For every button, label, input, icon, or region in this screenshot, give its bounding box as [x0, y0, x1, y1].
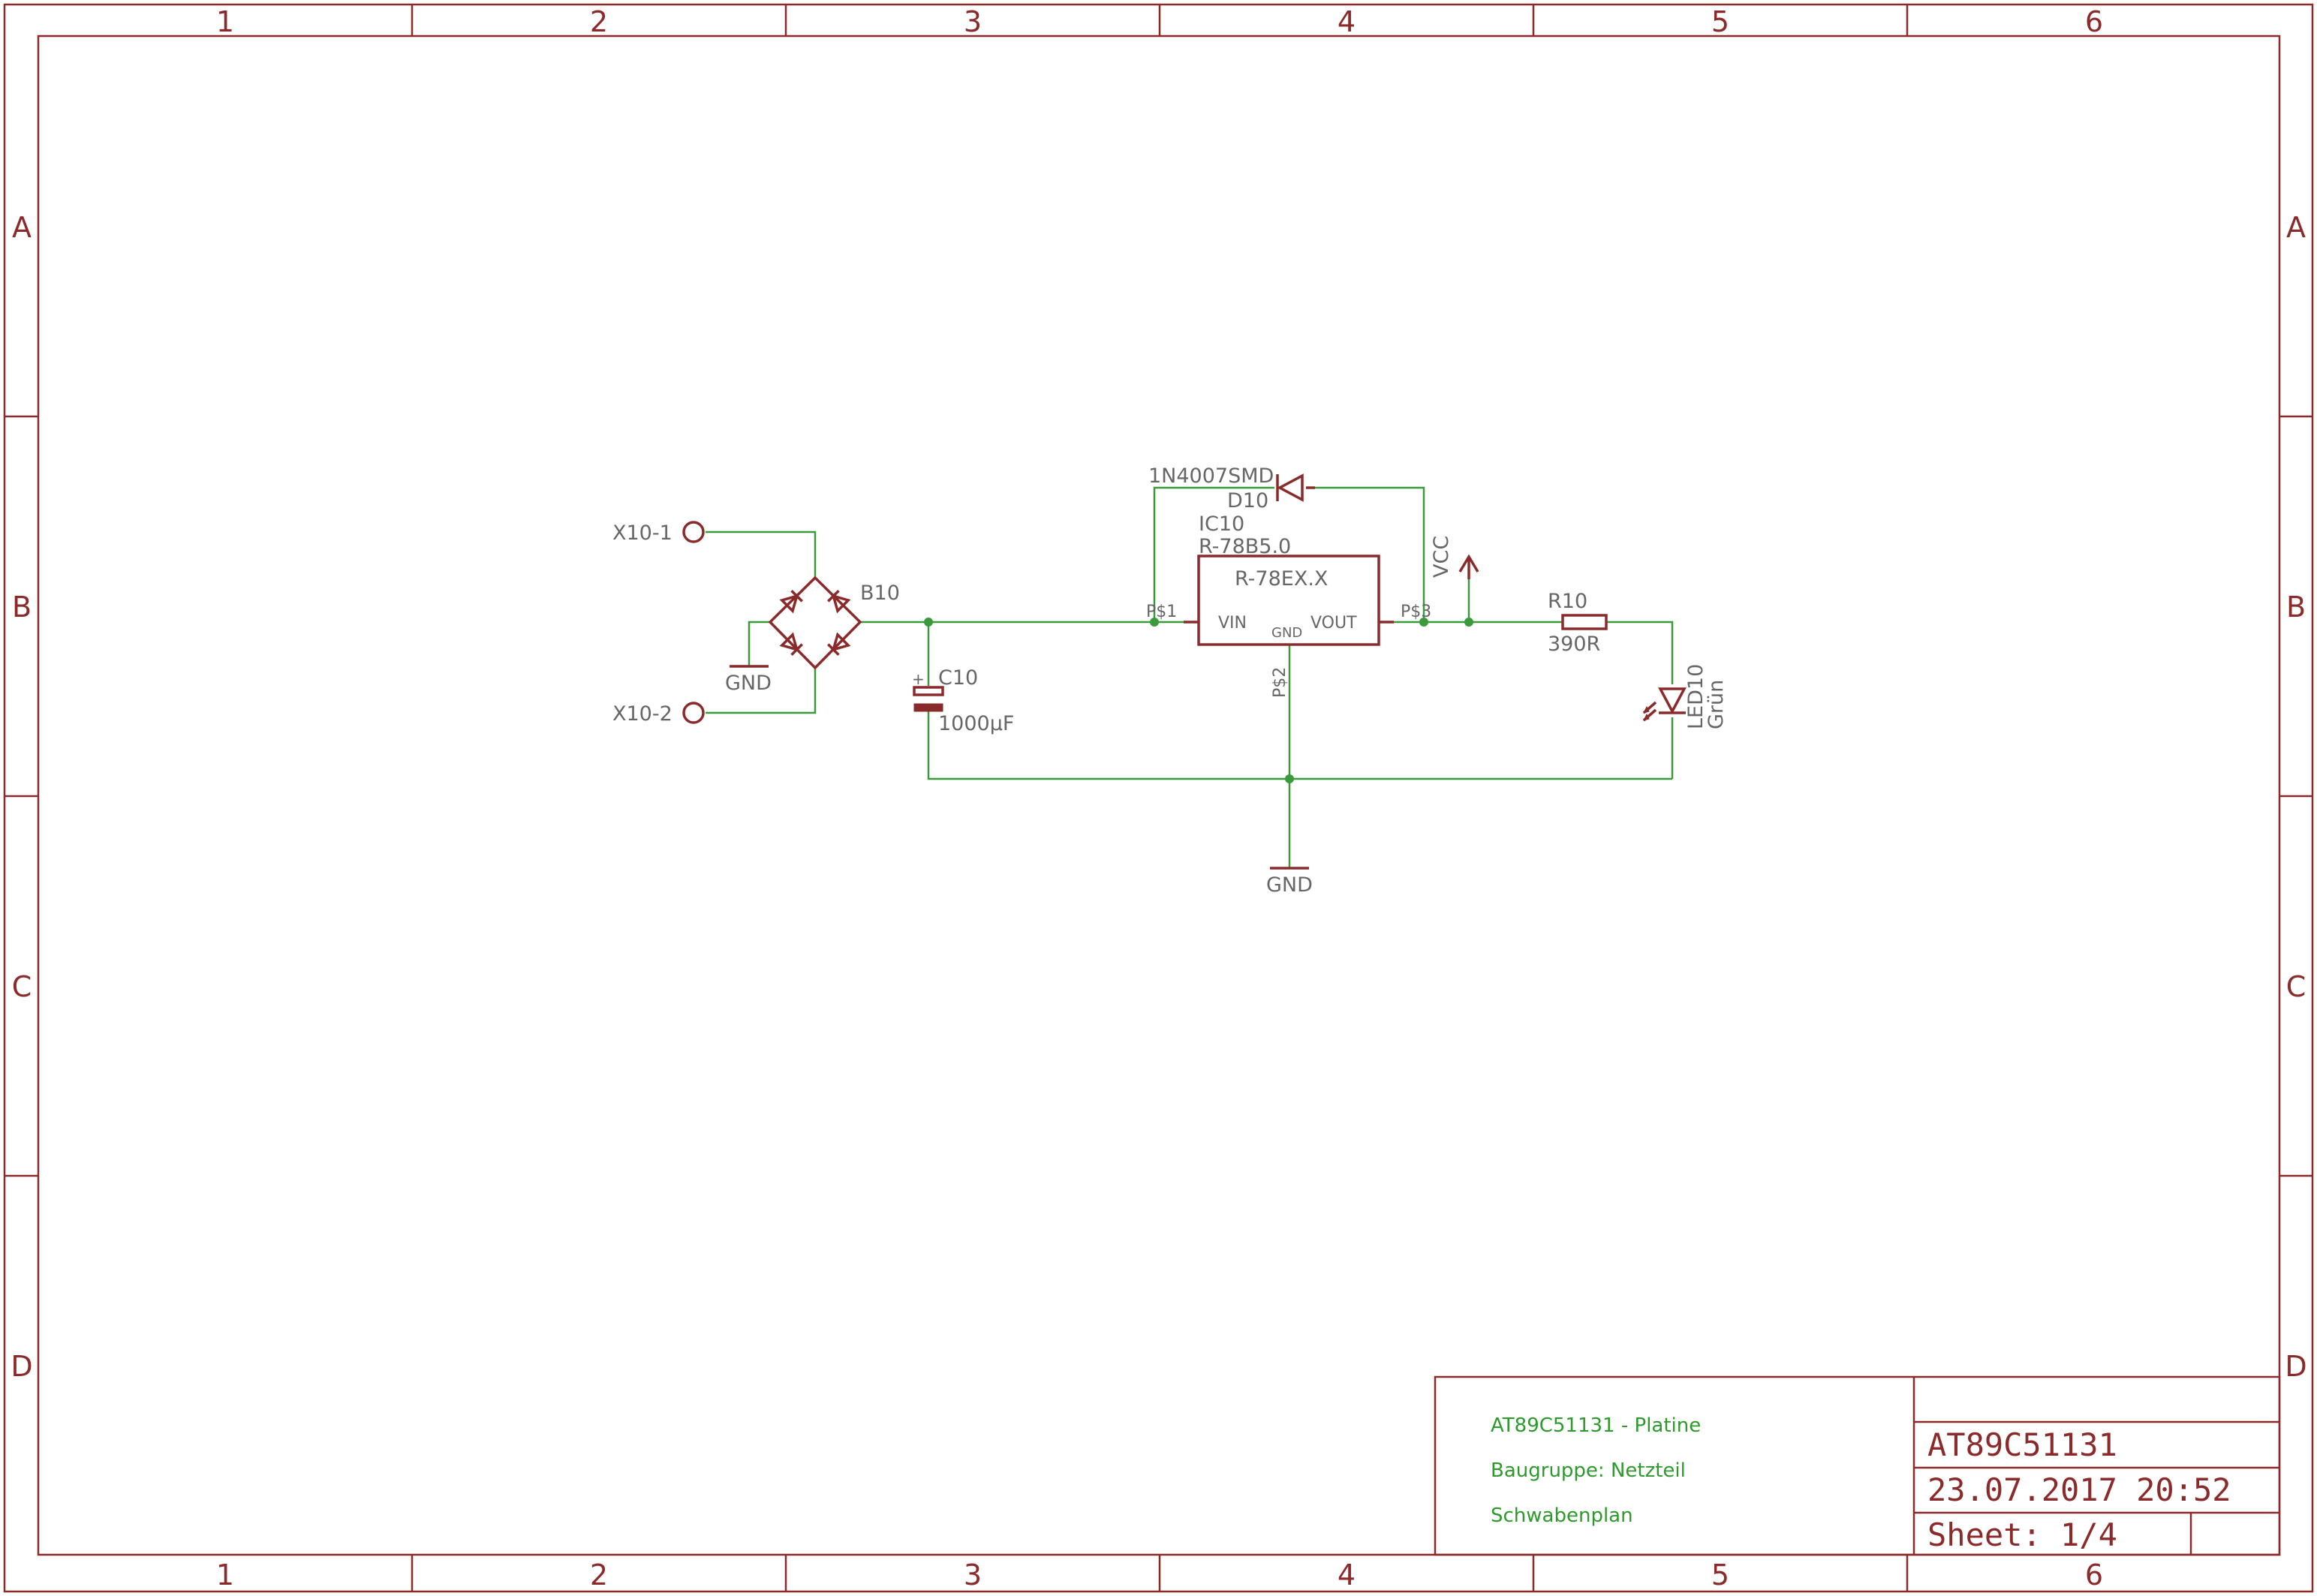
x10-1-label: X10-1	[612, 521, 673, 545]
column-label-3-top: 3	[964, 5, 982, 38]
row-label-a-right: A	[2286, 211, 2306, 244]
row-label-d-right: D	[2285, 1350, 2306, 1383]
gnd-symbol-main: GND	[1266, 867, 1313, 897]
row-label-a-left: A	[12, 211, 32, 244]
column-label-6-bottom: 6	[2085, 1558, 2103, 1591]
bridge-rectifier-b10: B10	[768, 576, 900, 670]
row-label-b-left: B	[12, 591, 32, 624]
gnd-symbol-bridge: GND	[725, 665, 772, 695]
regulator-pin-gnd: GND	[1271, 625, 1302, 641]
column-label-4-top: 4	[1338, 5, 1356, 38]
gnd-bridge-label: GND	[725, 672, 772, 695]
vcc-supply-symbol: VCC	[1430, 536, 1479, 579]
capacitor-c10: + C10 1000µF	[912, 666, 1014, 735]
resistor-r10: R10 390R	[1548, 590, 1608, 656]
led-value: Grün	[1705, 680, 1728, 729]
regulator-pin-vout: VOUT	[1310, 614, 1357, 633]
title-line-2: Baugruppe: Netzteil	[1491, 1459, 1686, 1482]
column-label-2-top: 2	[590, 5, 608, 38]
regulator-value: R-78B5.0	[1199, 535, 1291, 558]
resistor-value: 390R	[1548, 633, 1600, 656]
drawing-frame: 1 2 3 4 5 6 1 2 3 4 5 6 A B C D A B C D	[3, 3, 2314, 1593]
x10-2-label: X10-2	[612, 702, 673, 726]
column-label-1-bottom: 1	[216, 1558, 234, 1591]
column-label-6-top: 6	[2085, 5, 2103, 38]
title-drawing-name: AT89C51131	[1927, 1426, 2117, 1463]
column-label-1-top: 1	[216, 5, 234, 38]
regulator-pad-ps2: P$2	[1271, 667, 1289, 698]
regulator-pad-ps1: P$1	[1146, 603, 1177, 621]
capacitor-name: C10	[938, 666, 978, 690]
connector-x10-1: X10-1	[612, 521, 705, 545]
row-label-d-left: D	[11, 1350, 32, 1383]
column-label-4-bottom: 4	[1338, 1558, 1356, 1591]
connector-x10-2: X10-2	[612, 702, 705, 726]
title-date: 23.07.2017 20:52	[1927, 1471, 2231, 1508]
regulator-pin-vin: VIN	[1218, 614, 1247, 633]
title-line-1: AT89C51131 - Platine	[1491, 1414, 1701, 1437]
diode-d10: 1N4007SMD D10	[1148, 464, 1315, 512]
junctions	[924, 618, 1473, 783]
bridge-label: B10	[860, 582, 900, 605]
title-sheet: Sheet: 1/4	[1927, 1516, 2117, 1553]
capacitor-plus-sign: +	[912, 670, 925, 688]
row-label-b-right: B	[2286, 591, 2306, 624]
regulator-ic10: IC10 R-78B5.0 R-78EX.X VIN VOUT GND P$1 …	[1146, 512, 1431, 698]
column-label-5-bottom: 5	[1711, 1558, 1729, 1591]
gnd-main-label: GND	[1266, 873, 1313, 897]
title-block: AT89C51131 - Platine Baugruppe: Netzteil…	[1434, 1375, 2281, 1556]
regulator-name: IC10	[1199, 512, 1244, 536]
title-line-3: Schwabenplan	[1491, 1504, 1633, 1527]
regulator-type: R-78EX.X	[1235, 567, 1328, 591]
resistor-name: R10	[1548, 590, 1587, 613]
diode-name-label: D10	[1227, 489, 1268, 512]
regulator-pad-ps3: P$3	[1401, 603, 1431, 621]
vcc-label: VCC	[1430, 536, 1453, 578]
row-label-c-right: C	[2286, 970, 2306, 1003]
diode-part-label: 1N4007SMD	[1148, 464, 1274, 488]
capacitor-value: 1000µF	[938, 712, 1014, 735]
column-label-3-bottom: 3	[964, 1558, 982, 1591]
row-label-c-left: C	[12, 970, 32, 1003]
column-label-2-bottom: 2	[590, 1558, 608, 1591]
led-led10: LED10 Grün	[1642, 664, 1728, 729]
wires	[706, 486, 1674, 868]
column-label-5-top: 5	[1711, 5, 1729, 38]
led-name: LED10	[1684, 664, 1708, 729]
